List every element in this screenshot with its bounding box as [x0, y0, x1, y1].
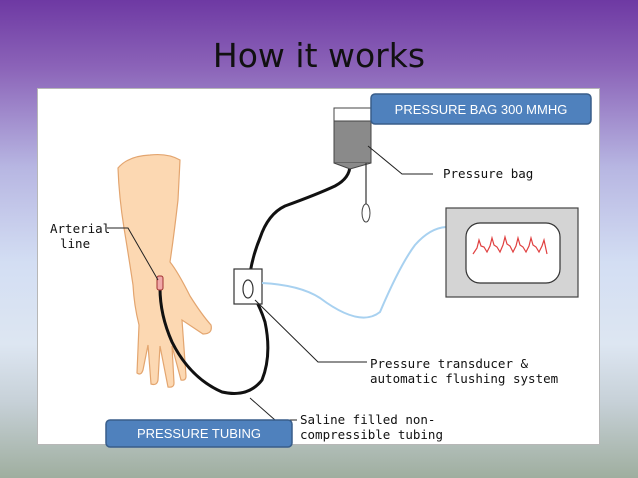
- arterial-line-leader: [107, 227, 159, 281]
- pressure-bag-leader: [367, 145, 433, 175]
- tubing-leader: [249, 397, 297, 421]
- monitor-cable: [261, 226, 447, 319]
- pressure-tubing: [158, 163, 352, 395]
- arm-hand-illustration: [117, 153, 212, 388]
- pressure-bag-callout-text: PRESSURE BAG 300 MMHG: [395, 102, 568, 117]
- pressure-tubing-callout: PRESSURE TUBING: [105, 419, 293, 448]
- transducer-label-2: automatic flushing system: [370, 371, 558, 386]
- arterial-line-label-1: Arterial: [50, 221, 110, 236]
- arterial-cannula: [156, 275, 164, 291]
- pressure-transducer-illustration: [233, 268, 263, 305]
- monitor-illustration: [445, 207, 579, 298]
- arterial-waveform: [472, 234, 548, 255]
- pressure-bag-callout: PRESSURE BAG 300 MMHG: [370, 93, 592, 125]
- transducer-label-1: Pressure transducer &: [370, 356, 529, 371]
- arterial-line-label-2: line: [60, 236, 90, 251]
- tubing-label-1: Saline filled non-: [300, 412, 435, 427]
- pressure-bag-illustration: [333, 107, 372, 223]
- pressure-tubing-callout-text: PRESSURE TUBING: [137, 426, 261, 441]
- pressure-bag-label: Pressure bag: [443, 166, 533, 181]
- transducer-leader: [254, 299, 367, 363]
- tubing-label-2: compressible tubing: [300, 427, 443, 442]
- slide-title: How it works: [212, 36, 426, 75]
